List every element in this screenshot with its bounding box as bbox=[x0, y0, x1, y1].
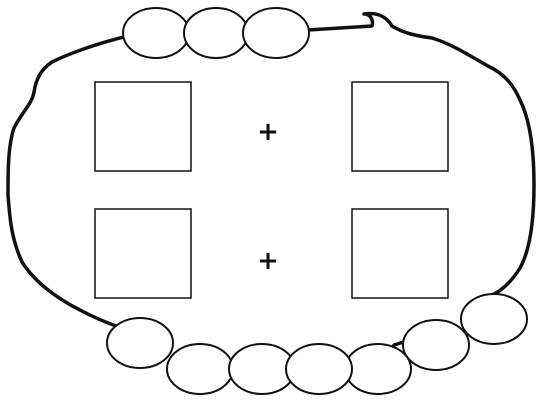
answer-box[interactable] bbox=[95, 82, 191, 171]
bead bbox=[345, 344, 411, 394]
bead bbox=[107, 318, 173, 368]
equation-row-2: + bbox=[95, 209, 448, 298]
bead bbox=[123, 8, 189, 58]
answer-box[interactable] bbox=[352, 209, 448, 298]
bead bbox=[243, 8, 309, 58]
top-beads bbox=[123, 8, 309, 58]
bottom-beads bbox=[107, 294, 527, 394]
plus-sign: + bbox=[257, 117, 279, 147]
bead bbox=[184, 8, 248, 58]
equation-row-1: + bbox=[95, 82, 448, 171]
plus-sign: + bbox=[257, 246, 279, 276]
bead bbox=[461, 294, 527, 344]
bead bbox=[286, 344, 352, 394]
bead bbox=[167, 344, 233, 394]
answer-box[interactable] bbox=[95, 209, 191, 298]
answer-box[interactable] bbox=[352, 82, 448, 171]
bead bbox=[403, 320, 469, 370]
